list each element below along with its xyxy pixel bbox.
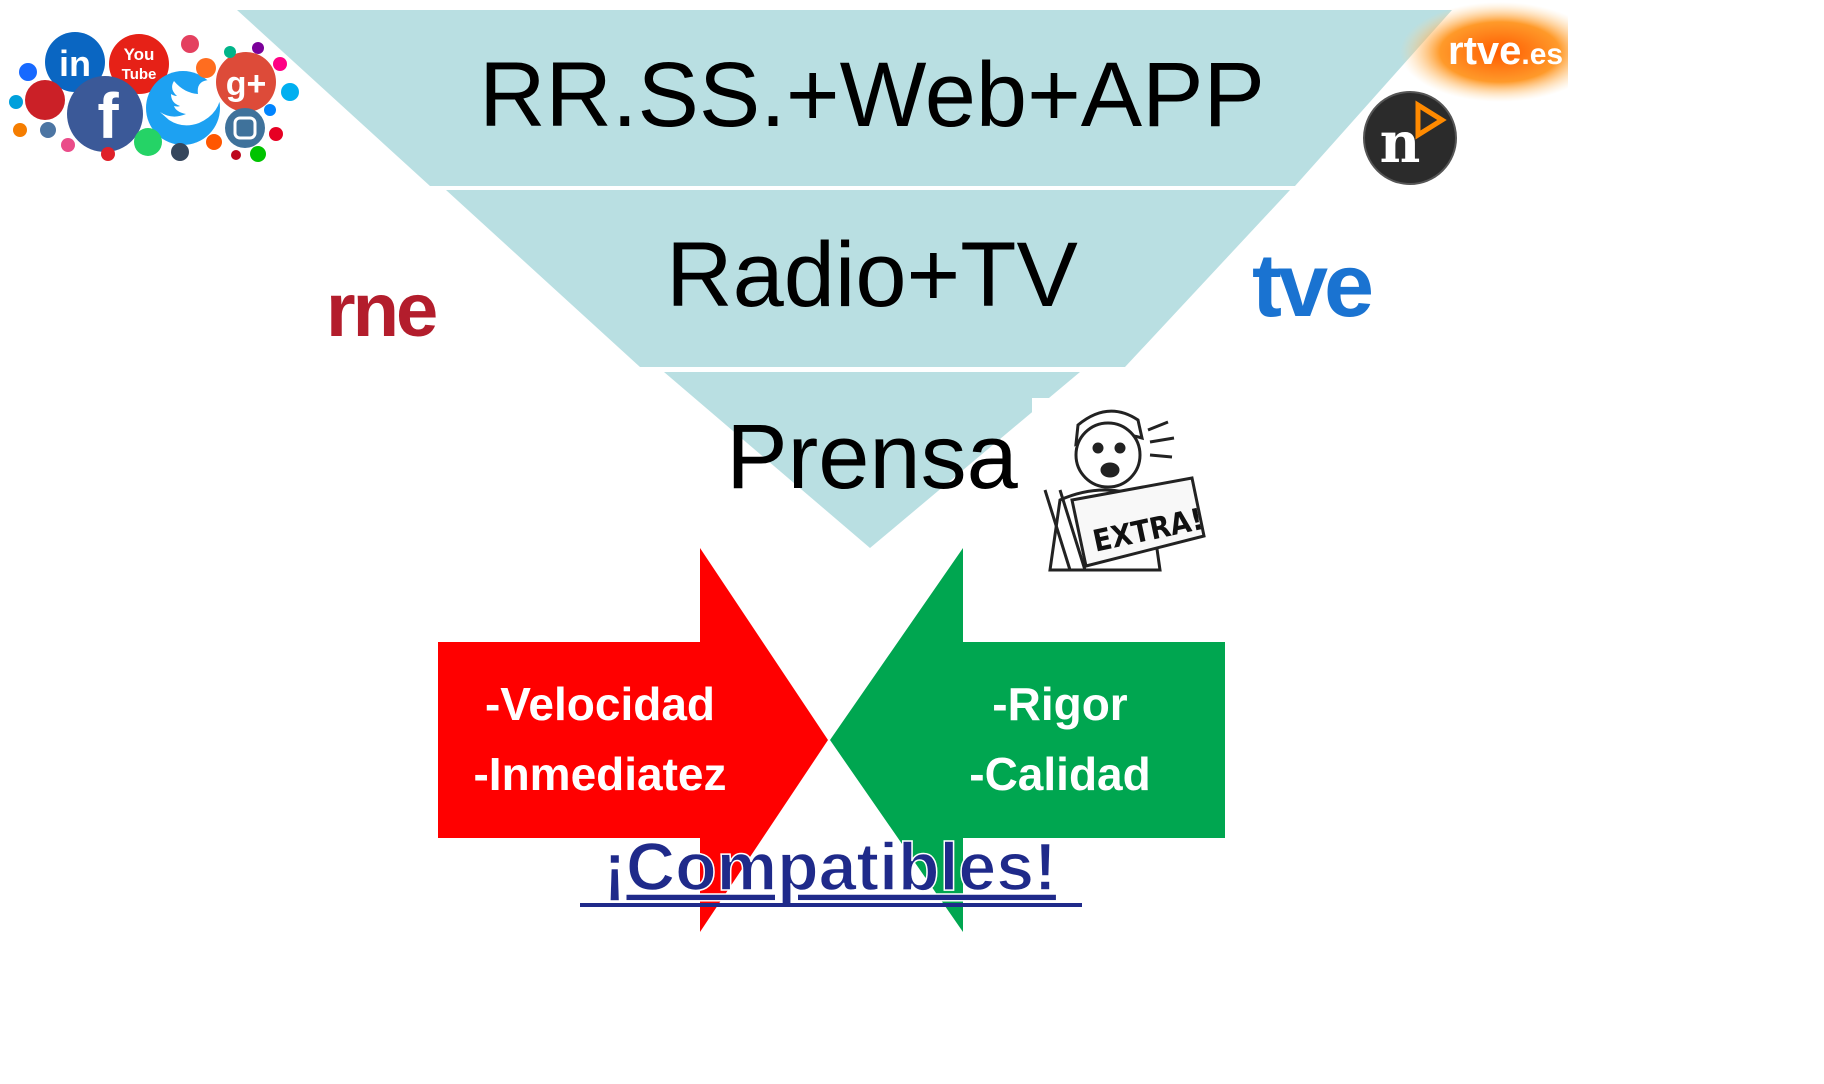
rtve-logo-glow [1400,2,1568,102]
noticias-logo-letter: n [1380,110,1421,176]
small-icon [224,46,236,58]
small-icon [196,58,216,78]
newsboy-mouth [1100,462,1120,478]
funnel: RR.SS.+Web+APP Radio+TV Prensa [237,10,1452,548]
pinterest-icon [25,80,65,120]
skype-icon [281,83,299,101]
instagram-icon-glyph [233,116,257,140]
small-icon [181,35,199,53]
rtve-logo-main: rtve [1448,29,1521,73]
tumblr-icon [171,143,189,161]
newsboy-head [1074,421,1142,489]
small-icon [269,127,283,141]
green-arrow-line-2: -Calidad [969,748,1150,800]
facebook-icon-text: f [97,80,119,152]
media-diagram: RR.SS.+Web+APP Radio+TV Prensa in You Tu… [9,2,1568,932]
funnel-tier-1-label: RR.SS.+Web+APP [479,44,1265,146]
tve-logo: tve [1252,236,1371,336]
small-icon [19,63,37,81]
newsboy-eye-right [1114,442,1126,454]
instagram-icon [225,108,265,148]
whatsapp-icon [134,128,162,156]
funnel-tier-3 [664,372,1080,548]
twitter-bird-shape [160,80,226,126]
green-arrow-line-1: -Rigor [992,678,1128,730]
youtube-icon-text-2: Tube [122,66,157,83]
red-arrow-line-2: -Inmediatez [473,748,726,800]
newsboy-newspaper [1070,476,1206,568]
funnel-tier-3-label: Prensa [726,406,1018,508]
small-icon [206,134,222,150]
small-icon [101,147,115,161]
rne-logo: rne [326,268,436,353]
small-icon [273,57,287,71]
rtve-logo: rtve.es [1400,2,1568,102]
small-icon [61,138,75,152]
social-media-logo-cluster: in You Tube f g+ [9,32,299,162]
red-arrow-line-1: -Velocidad [485,678,715,730]
facebook-icon [67,76,143,152]
green-arrow [830,548,1225,932]
rtve-logo-suffix: .es [1521,38,1563,71]
small-icon [40,122,56,138]
conclusion-text: ¡Compatibles! [603,829,1056,905]
newsboy-illustration: EXTRA! [1032,398,1206,574]
google-plus-icon-text: g+ [226,65,267,103]
linkedin-icon [45,32,105,92]
red-arrow [438,548,828,932]
arrows: -Velocidad -Inmediatez -Rigor -Calidad [438,548,1225,932]
small-icon [231,150,241,160]
newsboy-motion-lines [1147,420,1175,459]
linkedin-icon-text: in [59,43,91,84]
noticias-logo: n [1363,91,1457,185]
funnel-tier-1 [237,10,1452,186]
youtube-icon-text-1: You [124,45,155,64]
small-icon [9,95,23,109]
newsboy-bag-strap [1043,489,1087,571]
google-plus-icon [216,52,276,112]
newsboy-eye-left [1092,442,1104,454]
funnel-tier-2 [446,190,1290,367]
youtube-icon [109,34,169,94]
small-icon [252,42,264,54]
noticias-play-icon [1415,100,1447,140]
small-icon [264,104,276,116]
small-icon [250,146,266,162]
funnel-tier-2-label: Radio+TV [666,224,1078,326]
rtve-logo-text: rtve.es [1448,29,1563,73]
small-icon [13,123,27,137]
